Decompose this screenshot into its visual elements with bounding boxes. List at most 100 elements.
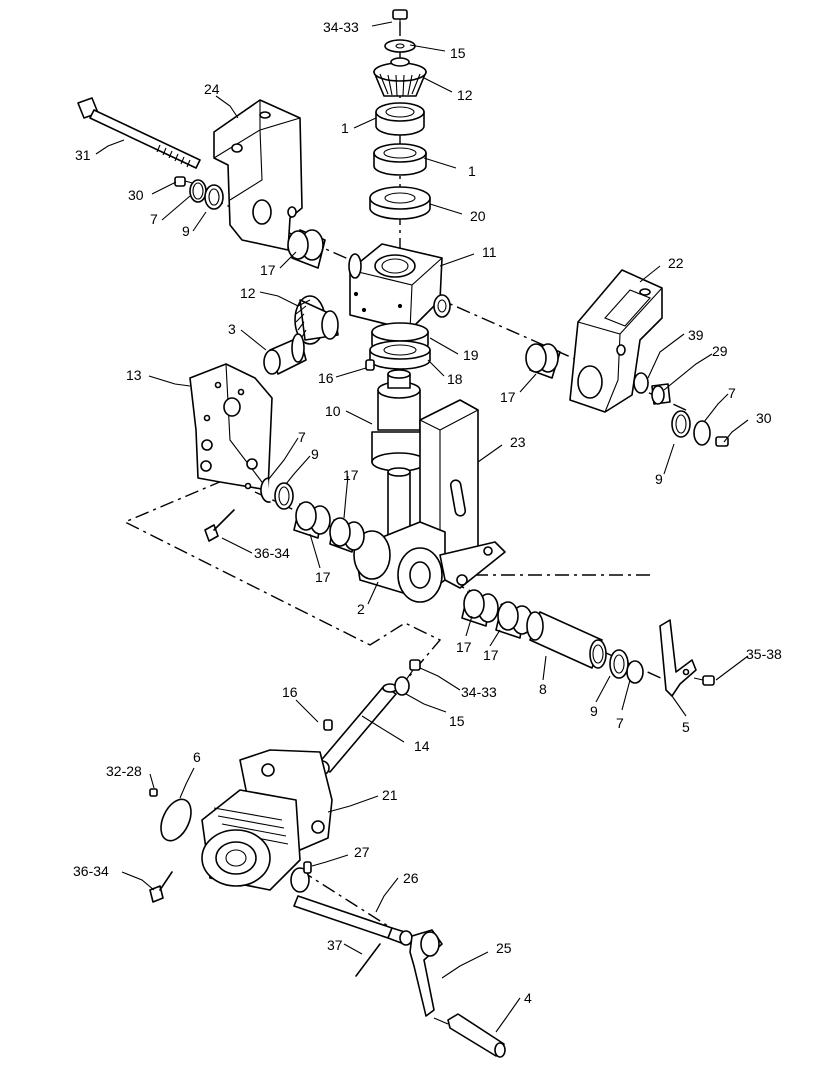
screw-32-28 — [149, 788, 158, 797]
callout-17-upper-right: 17 — [500, 389, 516, 405]
screw-30-right — [715, 436, 729, 447]
bracket-22 — [569, 269, 663, 413]
bevel-gear-12-mid — [294, 295, 339, 345]
callout-7-upper-left: 7 — [150, 211, 158, 227]
callout-9-mid: 9 — [311, 446, 319, 462]
callout-6: 6 — [193, 749, 201, 765]
callout-31: 31 — [75, 147, 91, 163]
upper-right-centerline — [599, 369, 691, 413]
callout-18: 18 — [447, 371, 463, 387]
screw-34-33-lower — [405, 659, 421, 681]
callout-34-33-top: 34-33 — [323, 19, 359, 35]
washer-9-upper-left — [204, 184, 224, 210]
callout-17-lower-b: 17 — [483, 647, 499, 663]
callout-14: 14 — [414, 738, 430, 754]
screw-35-38 — [693, 675, 715, 686]
spacer-ring-20 — [369, 186, 431, 220]
bushing-17-upper-left — [287, 229, 326, 269]
long-bolt-31 — [77, 97, 201, 169]
flanged-bushing-3 — [263, 333, 307, 375]
callout-17-lower-left: 17 — [315, 569, 331, 585]
callout-34-33-low: 34-33 — [461, 684, 497, 700]
callout-10: 10 — [325, 403, 341, 419]
lever-bracket-5 — [659, 619, 697, 697]
plate-to-shaft-centerline — [123, 469, 442, 771]
bushing-17-lower-a — [461, 589, 499, 627]
washer-15-lower — [394, 676, 410, 696]
callout-7-lower: 7 — [616, 715, 624, 731]
bushing-17-mid-b — [329, 517, 365, 553]
callout-12-top: 12 — [457, 87, 473, 103]
washer-15-top — [384, 39, 416, 53]
callout-32-28: 32-28 — [106, 763, 142, 779]
callout-37: 37 — [327, 937, 343, 953]
cover-plate-6 — [160, 798, 192, 842]
screw-30-upper-left — [174, 176, 197, 187]
callout-2: 2 — [357, 601, 365, 617]
bushing-17-mid-a — [293, 501, 331, 539]
callout-12-mid: 12 — [240, 285, 256, 301]
callout-27: 27 — [354, 844, 370, 860]
callout-29: 29 — [712, 343, 728, 359]
upper-horizontal-centerline — [209, 197, 601, 371]
callout-13: 13 — [126, 367, 142, 383]
callout-30-right: 30 — [756, 410, 772, 426]
callout-5: 5 — [682, 719, 690, 735]
callout-4: 4 — [524, 990, 532, 1006]
callout-24: 24 — [204, 81, 220, 97]
callout-16-mid: 16 — [318, 370, 334, 386]
washer-9-right — [671, 410, 691, 438]
callout-3: 3 — [228, 321, 236, 337]
pin-37 — [355, 943, 381, 977]
callout-20: 20 — [470, 208, 486, 224]
bracket-24 — [213, 99, 303, 251]
washer-9-lower — [609, 649, 629, 679]
leader-lines — [95, 21, 749, 1033]
nut-29 — [651, 383, 671, 405]
sleeve-8 — [526, 611, 607, 669]
callout-25: 25 — [496, 940, 512, 956]
callout-17-mid: 17 — [343, 467, 359, 483]
callout-35-38: 35-38 — [746, 646, 782, 662]
washer-39 — [633, 372, 649, 394]
pin-16-mid — [365, 359, 375, 371]
shaft-10 — [371, 369, 427, 472]
callout-39: 39 — [688, 327, 704, 343]
callout-19: 19 — [463, 347, 479, 363]
callout-9-lower: 9 — [590, 703, 598, 719]
callout-11: 11 — [482, 244, 497, 260]
screw-36-34-mid — [204, 509, 235, 542]
handle-4 — [433, 1013, 506, 1058]
bevel-gear-12-top — [373, 57, 427, 97]
callout-36-34-mid: 36-34 — [254, 545, 290, 561]
callout-7-mid: 7 — [298, 429, 306, 445]
bearing-cone-1-lower — [373, 143, 427, 176]
bearing-cup-1-upper — [375, 102, 425, 136]
retaining-ring-7-mid — [260, 477, 271, 503]
callout-15-low: 15 — [449, 713, 465, 729]
lower-bracket-2 — [353, 467, 506, 603]
callout-7-right: 7 — [728, 385, 736, 401]
callout-labels: 34-33 15 12 1 1 20 24 31 30 7 9 17 11 22… — [73, 19, 782, 1006]
gear-housing-11 — [348, 243, 451, 331]
pin-16-lower — [323, 719, 333, 731]
mounting-plate-13 — [189, 363, 273, 491]
callout-16-low: 16 — [282, 684, 298, 700]
callout-22: 22 — [668, 255, 684, 271]
screw-36-34-low — [149, 871, 173, 903]
callout-9-right: 9 — [655, 471, 663, 487]
retaining-ring-7-upper-left — [189, 179, 207, 203]
shaft-26 — [293, 895, 413, 946]
bushing-17-lower-b — [495, 601, 533, 639]
callout-30-left: 30 — [128, 187, 144, 203]
callout-21: 21 — [382, 787, 398, 803]
pin-27 — [303, 861, 312, 874]
callout-8: 8 — [539, 681, 547, 697]
callout-1-left: 1 — [341, 120, 349, 136]
washer-9-mid — [274, 482, 294, 510]
callout-17-lower-a: 17 — [456, 639, 472, 655]
callout-15-top: 15 — [450, 45, 466, 61]
callout-23: 23 — [510, 434, 526, 450]
